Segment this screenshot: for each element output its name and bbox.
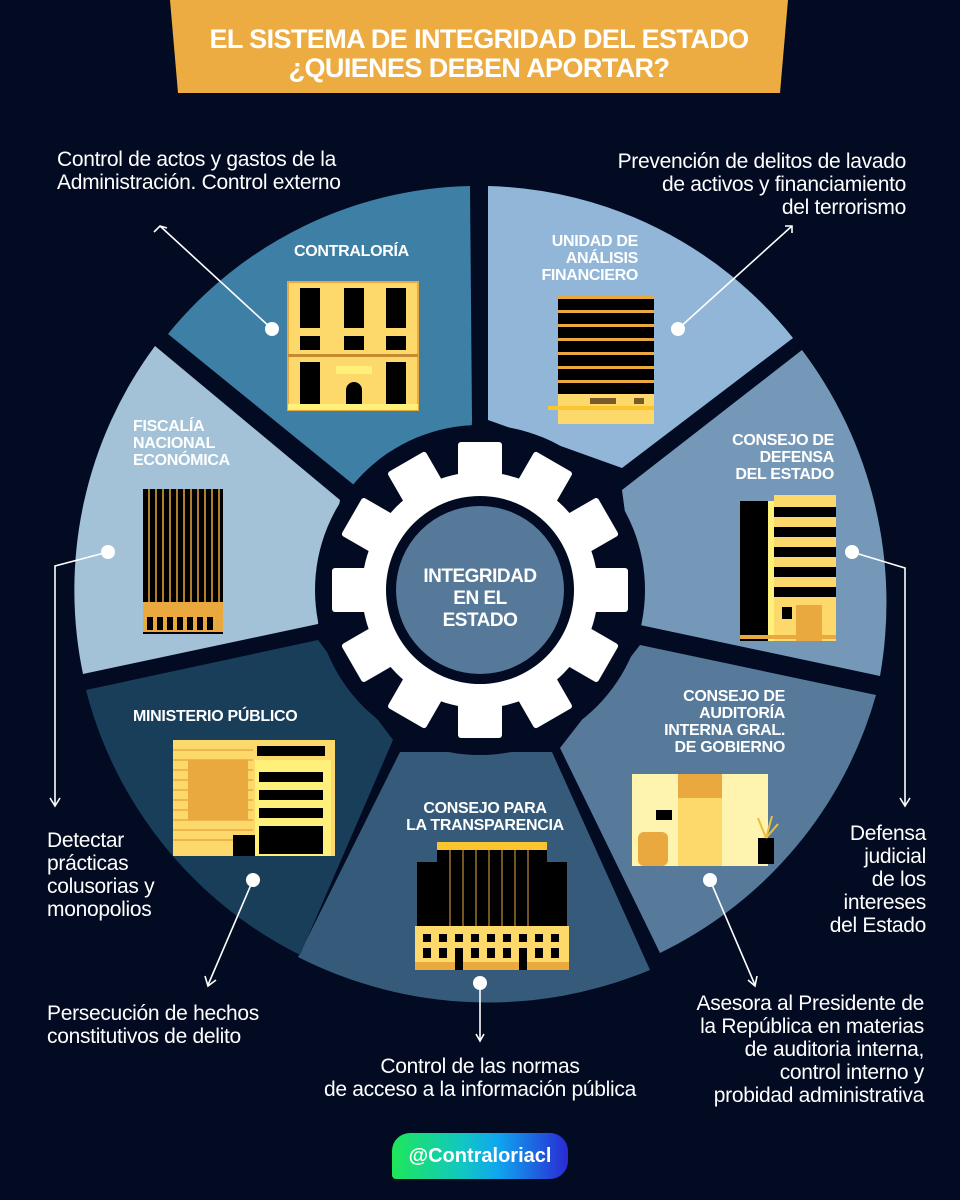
label-caigg: CONSEJO DE AUDITORÍA INTERNA GRAL. DE GO… [664, 688, 785, 756]
desc-fne: Detectar prácticas colusorias y monopoli… [47, 829, 155, 921]
page-title: EL SISTEMA DE INTEGRIDAD DEL ESTADO ¿QUI… [170, 25, 788, 83]
connector-lines [49, 225, 911, 1043]
desc-mp: Persecución de hechos constitutivos de d… [47, 1002, 260, 1048]
desc-caigg: Asesora al Presidente de la República en… [696, 992, 925, 1107]
title-line-2: ¿QUIENES DEBEN APORTAR? [288, 53, 670, 83]
caigg-office-icon [632, 774, 779, 866]
cde-building-icon [740, 495, 836, 641]
desc-cde: Defensa judicial de los intereses del Es… [829, 822, 927, 937]
label-cplt: CONSEJO PARA LA TRANSPARENCIA [406, 800, 564, 834]
center-label: INTEGRIDAD EN EL ESTADO [423, 566, 537, 631]
connector-dots [101, 322, 859, 990]
title-line-1: EL SISTEMA DE INTEGRIDAD DEL ESTADO [209, 24, 749, 54]
label-mp: MINISTERIO PÚBLICO [133, 708, 298, 725]
contraloria-building-icon [287, 281, 419, 411]
label-cde: CONSEJO DE DEFENSA DEL ESTADO [732, 432, 834, 483]
uaf-building-icon [548, 296, 654, 424]
label-contraloria: CONTRALORÍA [294, 243, 409, 260]
label-fne: FISCALÍA NACIONAL ECONÓMICA [133, 418, 230, 469]
desc-contraloria: Control de actos y gastos de la Administ… [57, 148, 341, 194]
gear-icon [332, 442, 628, 738]
mp-building-icon [173, 740, 335, 856]
label-uaf: UNIDAD DE ANÁLISIS FINANCIERO [541, 233, 638, 284]
social-handle-badge[interactable]: @Contraloriacl [392, 1133, 568, 1179]
title-banner: EL SISTEMA DE INTEGRIDAD DEL ESTADO ¿QUI… [170, 0, 788, 93]
banner-shape [170, 0, 788, 93]
desc-cplt: Control de las normas de acceso a la inf… [324, 1055, 636, 1101]
fne-building-icon [143, 489, 223, 634]
cplt-building-icon [415, 842, 569, 970]
desc-uaf: Prevención de delitos de lavado de activ… [617, 150, 907, 219]
center-core [396, 506, 564, 674]
